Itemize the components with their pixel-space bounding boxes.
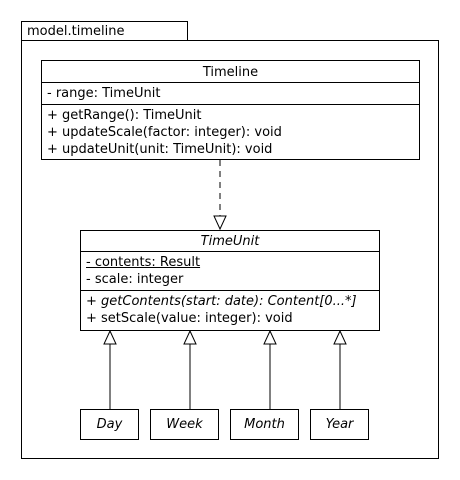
attribute-scale: - scale: integer (86, 272, 184, 287)
class-timeunit[interactable]: TimeUnit - contents: Result - scale: int… (80, 230, 380, 331)
generalization-arrowhead-year (333, 329, 347, 345)
class-month[interactable]: Month (230, 409, 299, 440)
operation-updateunit: + updateUnit(unit: TimeUnit): void (47, 142, 273, 157)
generalization-arrowhead-day (103, 329, 117, 345)
class-timeunit-attributes: - contents: Result - scale: integer (81, 251, 379, 290)
class-year[interactable]: Year (310, 409, 369, 440)
class-timeunit-name: TimeUnit (200, 234, 260, 249)
attribute-range: - range: TimeUnit (47, 86, 161, 101)
class-timeunit-operations: + getContents(start: date): Content[0...… (81, 290, 379, 329)
attribute-contents: - contents: Result (86, 255, 201, 270)
operation-getcontents: + getContents(start: date): Content[0...… (86, 294, 357, 309)
class-timeline[interactable]: Timeline - range: TimeUnit + getRange():… (41, 60, 420, 160)
operation-getrange: + getRange(): TimeUnit (47, 108, 202, 123)
class-day[interactable]: Day (80, 409, 139, 440)
operation-updatescale: + updateScale(factor: integer): void (47, 125, 282, 140)
package-tab: model.timeline (21, 21, 188, 41)
class-timeline-attributes: - range: TimeUnit (42, 82, 419, 104)
class-week[interactable]: Week (150, 409, 219, 440)
package-name: model.timeline (27, 24, 125, 39)
operation-setscale: + setScale(value: integer): void (86, 311, 293, 326)
generalization-arrowhead-week (183, 329, 197, 345)
class-timeline-operations: + getRange(): TimeUnit + updateScale(fac… (42, 104, 419, 160)
generalization-arrowhead-month (263, 329, 277, 345)
dependency-arrowhead (213, 215, 227, 231)
class-timeline-name: Timeline (202, 65, 259, 80)
